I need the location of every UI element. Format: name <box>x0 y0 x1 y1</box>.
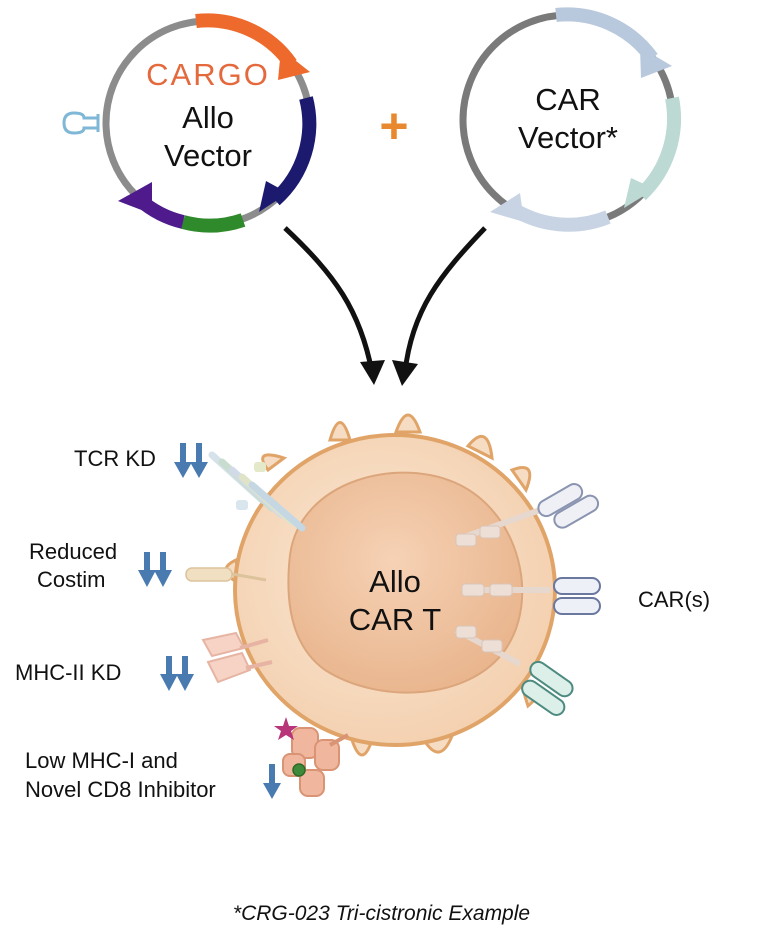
allo-vector-line2: Vector <box>164 138 252 173</box>
car-to-cell-arrow <box>402 226 487 373</box>
down-arrow-icon <box>190 443 208 478</box>
mhc-i-complex <box>282 727 349 797</box>
costim-molecule <box>185 567 267 582</box>
down-arrow-icon <box>174 443 192 478</box>
allo-car-t-cell <box>224 413 557 757</box>
cell-title-line2: CAR T <box>348 602 442 637</box>
allo-vector-navy-arrowhead <box>259 181 288 212</box>
low-mhc-i-label-2: Novel CD8 Inhibitor <box>25 777 216 802</box>
plus-sign: + <box>379 98 408 154</box>
tcr-kd-arrows <box>174 443 208 478</box>
car-vector-blue-arrowhead-top <box>640 47 672 78</box>
car-vector-line1: CAR <box>535 82 601 117</box>
car-vector-blue-segment-bottom <box>506 201 611 232</box>
car-vector-teal-segment <box>636 96 681 201</box>
allo-vector-plasmid <box>62 13 317 233</box>
cars-label: CAR(s) <box>638 587 711 612</box>
car-vector-blue-segment-top <box>555 7 658 63</box>
car-receptor-2 <box>461 577 601 615</box>
car-vector-plasmid <box>459 7 681 232</box>
hairpin-icon <box>62 111 100 135</box>
down-arrow-icon <box>263 764 281 799</box>
tcr-kd-label: TCR KD <box>74 446 156 471</box>
reduced-costim-label-2: Costim <box>37 567 106 592</box>
cell-protrusion <box>328 421 352 442</box>
reduced-costim-arrows <box>138 552 172 587</box>
cell-protrusion <box>393 413 423 434</box>
mhc-ii-kd-arrows <box>160 656 194 691</box>
cargo-logo-text: CARGO <box>146 57 270 92</box>
reduced-costim-label-1: Reduced <box>29 539 118 564</box>
mhc-ii-molecule <box>201 631 273 684</box>
star-icon <box>274 717 298 740</box>
mhc-ii-kd-label: MHC-II KD <box>15 660 122 685</box>
car-vector-blue-arrowhead-bottom <box>490 193 524 222</box>
allo-vector-orange-arrowhead <box>278 49 310 80</box>
down-arrow-icon <box>176 656 194 691</box>
car-to-cell-arrowhead <box>392 360 418 386</box>
allo-to-cell-arrow <box>283 226 375 373</box>
allo-vector-purple-arrowhead <box>118 182 152 214</box>
car-receptor-3 <box>454 625 574 716</box>
allo-to-cell-arrowhead <box>360 360 385 385</box>
cell-protrusion <box>465 434 494 461</box>
allo-vector-navy-segment <box>270 96 317 206</box>
down-arrow-icon <box>154 552 172 587</box>
cd8-inhibitor-dot <box>292 763 306 777</box>
footnote: *CRG-023 Tri-cistronic Example <box>232 902 531 925</box>
low-mhc-i-arrow <box>263 764 281 799</box>
low-mhc-i-label-1: Low MHC-I and <box>25 748 178 773</box>
car-vector-line2: Vector* <box>518 120 618 155</box>
allo-vector-green-segment <box>181 213 246 233</box>
cell-title-line1: Allo <box>369 564 421 599</box>
cell-protrusion <box>509 466 532 494</box>
down-arrow-icon <box>160 656 178 691</box>
car-vector-teal-arrowhead <box>624 178 655 208</box>
car-receptor-1 <box>454 483 600 547</box>
allo-vector-line1: Allo <box>182 100 234 135</box>
down-arrow-icon <box>138 552 156 587</box>
tcr-receptor <box>208 451 306 532</box>
